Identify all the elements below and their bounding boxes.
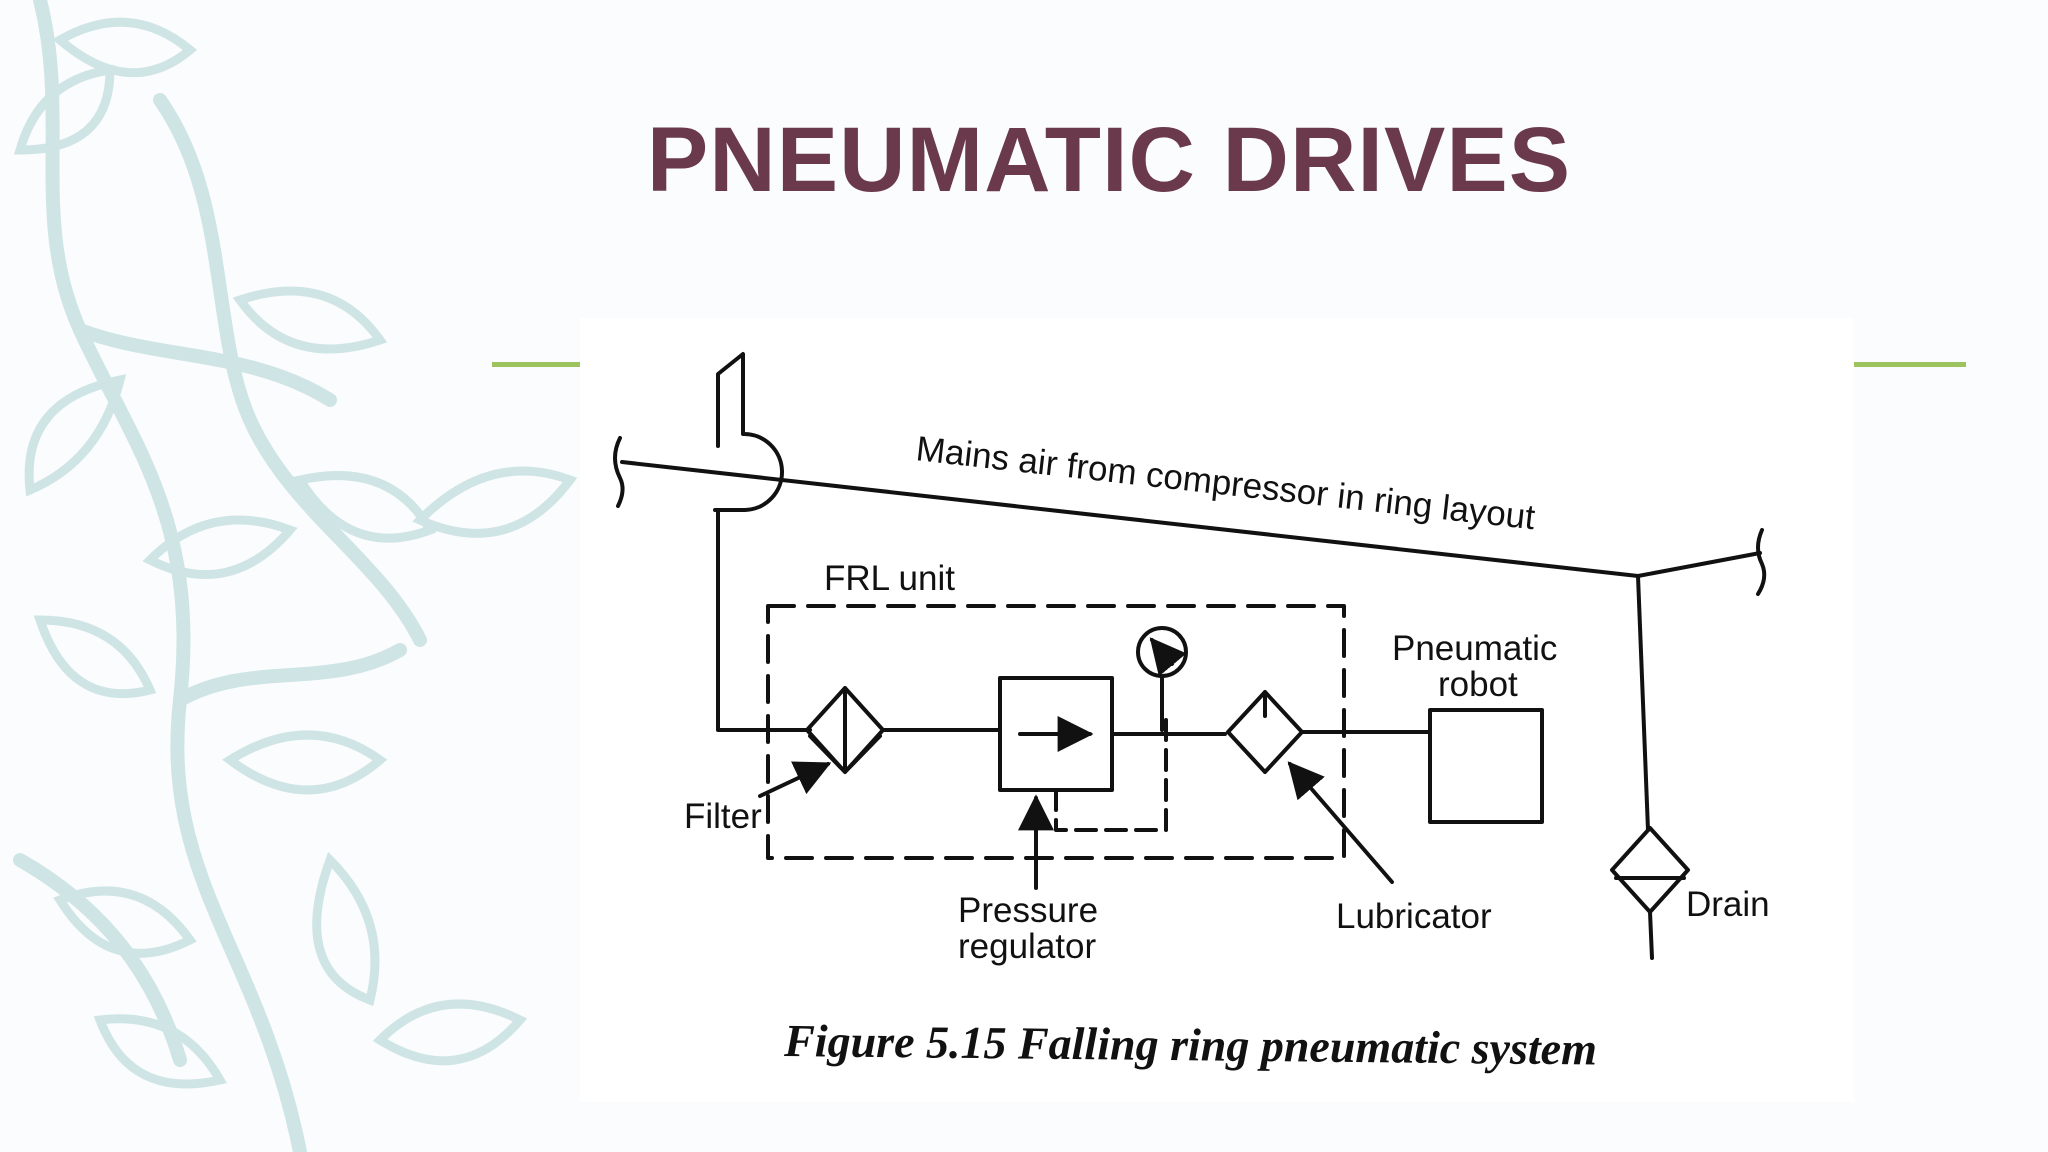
mains-air-label: Mains air from compressor in ring layout (914, 429, 1537, 537)
page-title: PNEUMATIC DRIVES (646, 109, 1572, 211)
lubricator-leader (1287, 761, 1394, 884)
break-mark-left (613, 436, 625, 508)
robot-label-line2: robot (1438, 665, 1518, 704)
figure-image: Mains air from compressor in ring layout… (580, 318, 1854, 1102)
filter-symbol (805, 686, 885, 774)
filter-label: Filter (684, 797, 762, 836)
regulator-label-line1: Pressure (958, 891, 1098, 930)
lubricator-symbol (1226, 690, 1304, 774)
pneumatic-robot-box (1428, 708, 1544, 824)
drain-label: Drain (1686, 885, 1770, 924)
robot-label-line1: Pneumatic (1392, 629, 1557, 668)
drain-symbol (1610, 826, 1690, 914)
lubricator-label: Lubricator (1336, 897, 1492, 936)
pneumatic-system-diagram: Mains air from compressor in ring layout… (613, 352, 1770, 1075)
accent-line-right (1854, 362, 1966, 367)
takeoff-pipe (713, 352, 784, 512)
break-mark-right (1756, 528, 1767, 596)
frl-unit-label: FRL unit (824, 559, 955, 598)
accent-line-left (492, 362, 582, 367)
leaf-decoration-icon (13, 0, 578, 1152)
filter-leader (758, 761, 832, 798)
figure-caption: Figure 5.15 Falling ring pneumatic syste… (783, 1015, 1597, 1075)
mains-air-line (620, 460, 1640, 578)
regulator-label-line2: regulator (958, 927, 1096, 966)
